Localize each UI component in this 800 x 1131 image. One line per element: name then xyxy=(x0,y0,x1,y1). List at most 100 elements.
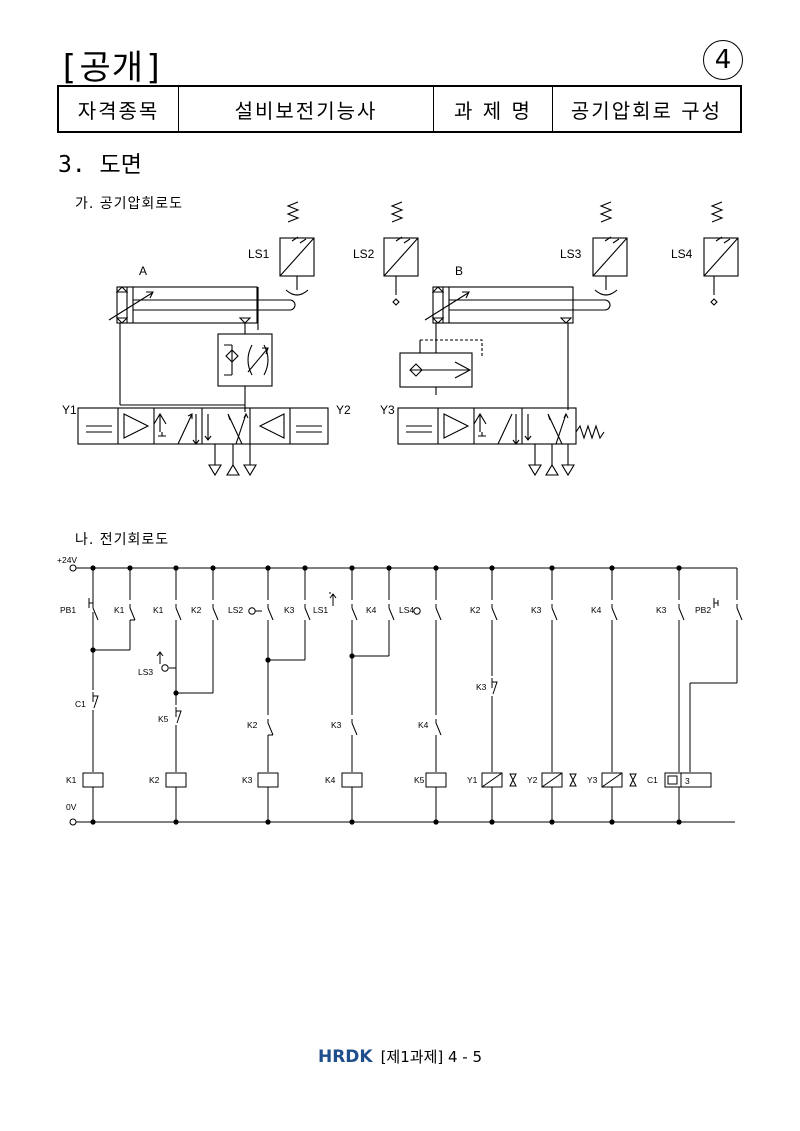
label-counter-preset: 3 xyxy=(685,776,690,786)
qualification-value: 설비보전기능사 xyxy=(178,85,434,133)
relay-coil xyxy=(257,772,279,788)
contact-no xyxy=(267,607,274,621)
pneumatic-subtitle: 가. 공기압회로도 xyxy=(75,196,184,212)
contact-no xyxy=(491,607,498,621)
contact-no xyxy=(304,607,311,621)
label-k4-b: K4 xyxy=(591,605,602,615)
contact-no xyxy=(351,607,358,621)
cylinder-b xyxy=(424,286,611,324)
label-ls1-contact: LS1 xyxy=(313,605,328,615)
relay-coil xyxy=(82,772,104,788)
label-k3-y1: K3 xyxy=(476,682,487,692)
quick-exhaust-valve xyxy=(399,339,483,388)
limit-switch-roller xyxy=(248,607,256,615)
contact-no xyxy=(678,607,685,621)
info-table: 자격종목 설비보전기능사 과 제 명 공기압회로 구성 xyxy=(57,85,742,133)
contact-no xyxy=(736,607,743,621)
label-k1-b: K1 xyxy=(153,605,164,615)
label-cylinder-a: A xyxy=(139,264,147,278)
solenoid-diag xyxy=(601,772,623,788)
contact-no xyxy=(551,607,558,621)
limit-switch-ls4 xyxy=(703,201,739,306)
ls3-actuated-arrow xyxy=(156,651,164,664)
contact-no xyxy=(388,607,395,621)
relay-coil xyxy=(341,772,363,788)
label-ls2: LS2 xyxy=(353,247,375,261)
limit-switch-roller xyxy=(413,607,421,615)
limit-switch-ls2 xyxy=(383,201,419,306)
label-k3-c: K3 xyxy=(656,605,667,615)
counter-coil xyxy=(664,772,712,788)
limit-switch-roller xyxy=(161,664,169,672)
directional-valve-a xyxy=(77,407,329,445)
label-cylinder-b: B xyxy=(455,264,463,278)
contact-no xyxy=(175,607,182,621)
label-coil-k2: K2 xyxy=(149,775,160,785)
contact-no xyxy=(129,607,136,621)
label-c1-contact: C1 xyxy=(75,699,86,709)
diode-symbol xyxy=(509,773,517,787)
label-y2: Y2 xyxy=(336,403,351,417)
label-ls2-contact: LS2 xyxy=(228,605,243,615)
contact-nc xyxy=(491,678,498,695)
section-title: 3. 도면 xyxy=(58,152,142,178)
relay-coil xyxy=(165,772,187,788)
label-k2-a: K2 xyxy=(191,605,202,615)
label-counter-c1: C1 xyxy=(647,775,658,785)
ls1-actuated-arrow xyxy=(329,592,337,606)
diode-symbol xyxy=(629,773,637,787)
label-coil-k1: K1 xyxy=(66,775,77,785)
flow-control-valve xyxy=(217,323,273,405)
limit-switch-ls3 xyxy=(592,201,628,296)
label-ls3: LS3 xyxy=(560,247,582,261)
hrdk-logo: HRDK xyxy=(317,1047,373,1067)
diode-symbol xyxy=(569,773,577,787)
solenoid-diag xyxy=(481,772,503,788)
label-k3-d: K3 xyxy=(331,720,342,730)
label-pb1: PB1 xyxy=(60,605,76,615)
footer-page-text: [제1과제] 4 - 5 xyxy=(380,1048,483,1066)
label-ls3-contact: LS3 xyxy=(138,667,153,677)
label-supply-0v: 0V xyxy=(66,802,77,812)
page-number-badge: 4 xyxy=(703,40,743,80)
label-k4-c: K4 xyxy=(418,720,429,730)
contact-no xyxy=(611,607,618,621)
page-footer: HRDK [제1과제] 4 - 5 xyxy=(0,1046,800,1067)
label-y1: Y1 xyxy=(62,403,77,417)
label-k3-b: K3 xyxy=(531,605,542,615)
contact-no xyxy=(435,607,442,621)
label-coil-k4: K4 xyxy=(325,775,336,785)
label-k2-b: K2 xyxy=(470,605,481,615)
contact-no xyxy=(351,722,358,736)
label-supply-24v: +24V xyxy=(57,555,77,565)
pb-symbol xyxy=(88,598,94,608)
limit-switch-ls1 xyxy=(279,201,315,296)
contact-no xyxy=(267,722,274,736)
relay-coil xyxy=(425,772,447,788)
pb2-symbol xyxy=(713,598,719,608)
label-coil-k5: K5 xyxy=(414,775,425,785)
directional-valve-b xyxy=(397,407,605,445)
task-value: 공기압회로 구성 xyxy=(552,85,742,133)
label-k3-a: K3 xyxy=(284,605,295,615)
label-k2-c: K2 xyxy=(247,720,258,730)
contact-nc xyxy=(175,707,182,724)
label-qualification: 자격종목 xyxy=(57,85,179,133)
label-k1-a: K1 xyxy=(114,605,125,615)
contact-no xyxy=(92,607,99,621)
label-pb2: PB2 xyxy=(695,605,711,615)
label-ls1: LS1 xyxy=(248,247,270,261)
label-coil-y2: Y2 xyxy=(527,775,538,785)
contact-no xyxy=(212,607,219,621)
label-task: 과 제 명 xyxy=(433,85,553,133)
label-k5-contact: K5 xyxy=(158,714,169,724)
contact-no xyxy=(435,722,442,736)
counter-mark xyxy=(667,775,678,785)
label-coil-k3: K3 xyxy=(242,775,253,785)
contact-nc xyxy=(92,692,99,709)
label-y3: Y3 xyxy=(380,403,395,417)
label-coil-y3: Y3 xyxy=(587,775,598,785)
electric-subtitle: 나. 전기회로도 xyxy=(75,532,170,548)
